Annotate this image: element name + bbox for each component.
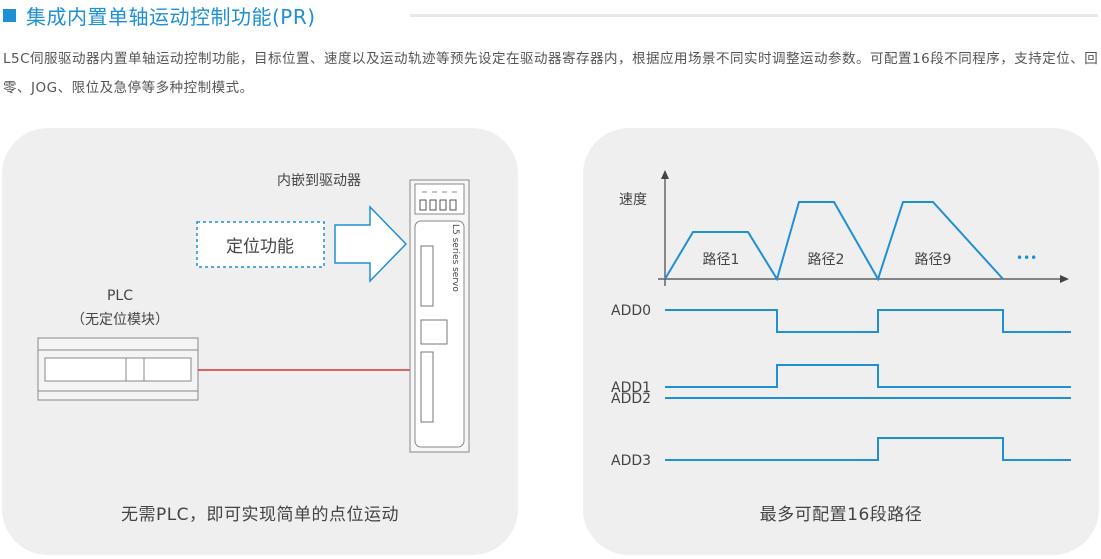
path-label-9: 路径9 [915, 252, 952, 268]
plc-label: PLC [107, 288, 133, 304]
speed-axis-arrow-icon [661, 170, 669, 179]
signal-line-add3 [665, 437, 1071, 461]
function-box [196, 221, 325, 268]
plc-device-icon [37, 337, 199, 401]
signal-label-add0: ADD0 [611, 303, 651, 319]
speed-label: 速度 [619, 192, 647, 208]
description-text: L5C伺服驱动器内置单轴运动控制功能，目标位置、速度以及运动轨迹等预先设定在驱动… [3, 51, 1099, 96]
square-bullet-icon [3, 9, 16, 22]
signal-line-add0 [665, 309, 1071, 333]
speed-profile-line [664, 201, 1004, 282]
path-label-2: 路径2 [808, 252, 845, 268]
path-label-1: 路径1 [703, 252, 740, 268]
signal-label-add2: ADD2 [611, 391, 651, 407]
signal-line-add1 [665, 364, 1071, 388]
signal-label-add3: ADD3 [611, 453, 651, 469]
signal-label-add1: ADD1 [611, 380, 651, 396]
ellipsis-indicator: ••• [1016, 251, 1037, 265]
plc-sub-label: （无定位模块） [71, 312, 169, 328]
section-title: 集成内置单轴运动控制功能(PR) [26, 5, 316, 29]
right-caption: 最多可配置16段路径 [759, 505, 923, 525]
left-panel: 内嵌到驱动器 定位功能 PLC （无定位模块） [2, 128, 518, 555]
servo-model-text: L5 series servo [450, 224, 460, 292]
section-header: 集成内置单轴运动控制功能(PR) [0, 0, 1101, 34]
drive-diagram: 内嵌到驱动器 定位功能 PLC （无定位模块） [37, 173, 470, 453]
servo-drive-icon: L5 series servo [409, 179, 470, 453]
time-axis-arrow-icon [1060, 275, 1069, 283]
function-label: 定位功能 [226, 237, 294, 257]
header-divider [410, 14, 1098, 17]
left-caption: 无需PLC，即可实现简单的点位运动 [120, 505, 400, 525]
embed-label: 内嵌到驱动器 [277, 173, 361, 189]
embed-arrow-icon [334, 205, 408, 283]
